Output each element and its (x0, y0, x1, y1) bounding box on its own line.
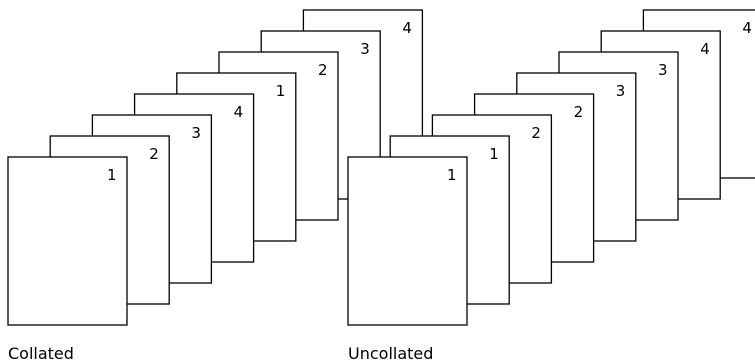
uncollated-caption: Uncollated (348, 344, 433, 363)
page-number: 2 (318, 61, 328, 79)
page-sheet: 1 (7, 156, 128, 326)
uncollated-stack: 4 4 3 3 2 2 1 1 (347, 9, 755, 326)
page-number: 3 (616, 82, 626, 100)
page-number: 3 (360, 40, 370, 58)
page-number: 3 (658, 61, 668, 79)
page-number: 2 (531, 124, 541, 142)
page-sheet: 1 (347, 156, 468, 326)
page-number: 2 (574, 103, 584, 121)
page-number: 4 (700, 40, 710, 58)
collated-caption: Collated (8, 344, 74, 363)
page-outline (7, 156, 128, 326)
page-number: 4 (402, 19, 412, 37)
page-number: 4 (234, 103, 244, 121)
page-outline (347, 156, 468, 326)
page-number: 1 (489, 145, 499, 163)
page-number: 1 (447, 166, 457, 184)
page-number: 1 (276, 82, 286, 100)
page-number: 1 (107, 166, 117, 184)
page-number: 3 (191, 124, 201, 142)
collated-stack: 4 3 2 1 4 3 2 1 (7, 9, 424, 326)
page-number: 4 (742, 19, 752, 37)
page-number: 2 (149, 145, 159, 163)
